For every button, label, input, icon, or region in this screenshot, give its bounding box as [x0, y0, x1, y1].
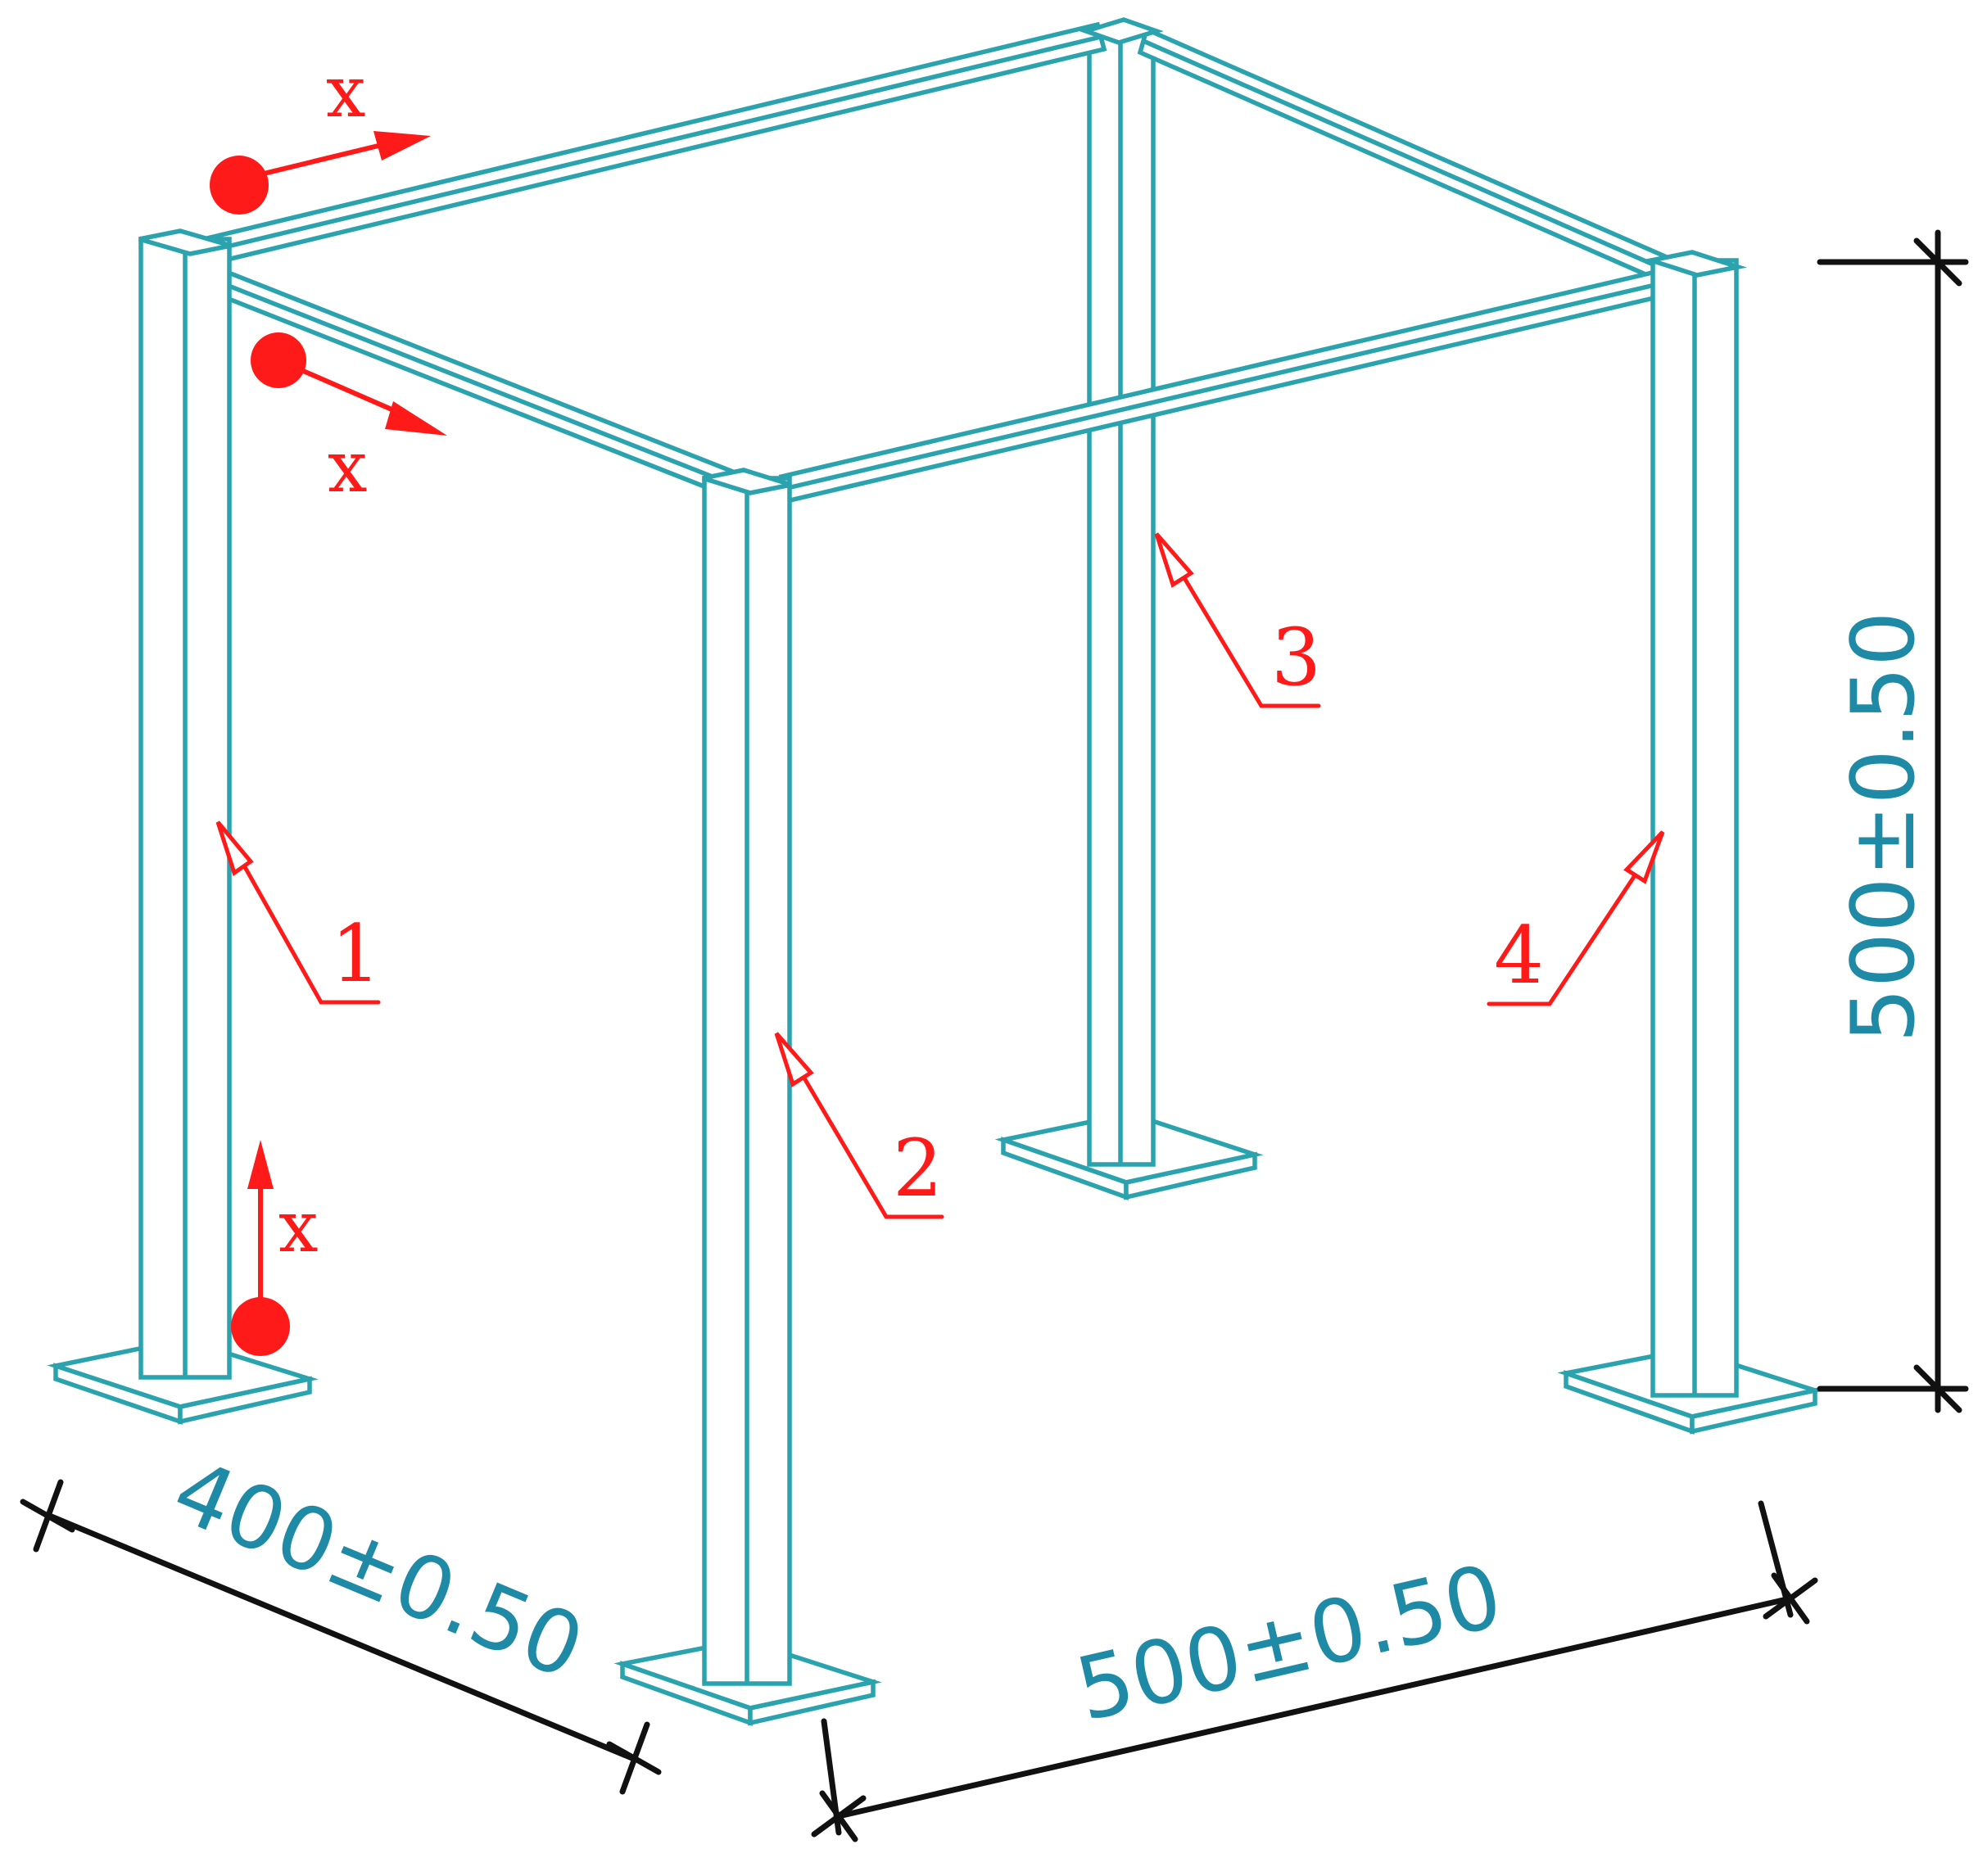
- cap-back: [1079, 17, 1164, 45]
- dimension-width: 500±0.50: [811, 1500, 1818, 1842]
- dimension-depth: 400±0.50: [20, 1440, 662, 1795]
- column-label-2-text: 2: [893, 1123, 943, 1214]
- column-1: [138, 228, 232, 1380]
- sensor-top-back-axis-label: x: [326, 52, 366, 133]
- dimension-height-label: 500±0.50: [1833, 611, 1934, 1042]
- column-labels: 1 2 3 4: [215, 532, 1665, 1219]
- sensor-base-axis-label: x: [278, 1187, 319, 1268]
- sensor-base: x: [231, 1140, 319, 1356]
- column-4: [1642, 250, 1747, 1398]
- sensor-dot-icon: [231, 1297, 290, 1356]
- column-label-1: 1: [215, 820, 381, 1005]
- column-label-3-text: 3: [1271, 612, 1321, 703]
- sensors: x x x: [210, 52, 447, 1356]
- steel-frame: [47, 17, 1824, 1726]
- column-label-4-text: 4: [1494, 910, 1544, 1001]
- column-2: [702, 468, 792, 1686]
- dimension-height: 500±0.50: [1817, 229, 1969, 1413]
- dimension-depth-label: 400±0.50: [160, 1440, 597, 1698]
- top-beams: [182, 21, 1677, 504]
- column-back: [1087, 30, 1156, 1167]
- column-label-3: 3: [1154, 532, 1321, 708]
- sensor-top-left: x: [251, 332, 447, 509]
- column-label-4: 4: [1487, 830, 1665, 1006]
- sensor-dot-icon: [210, 156, 269, 215]
- column-label-2: 2: [774, 1032, 944, 1219]
- sensor-top-back: x: [210, 52, 431, 215]
- sensor-top-left-axis-label: x: [328, 427, 368, 509]
- sensor-dot-icon: [251, 332, 306, 388]
- column-label-1-text: 1: [331, 908, 381, 1000]
